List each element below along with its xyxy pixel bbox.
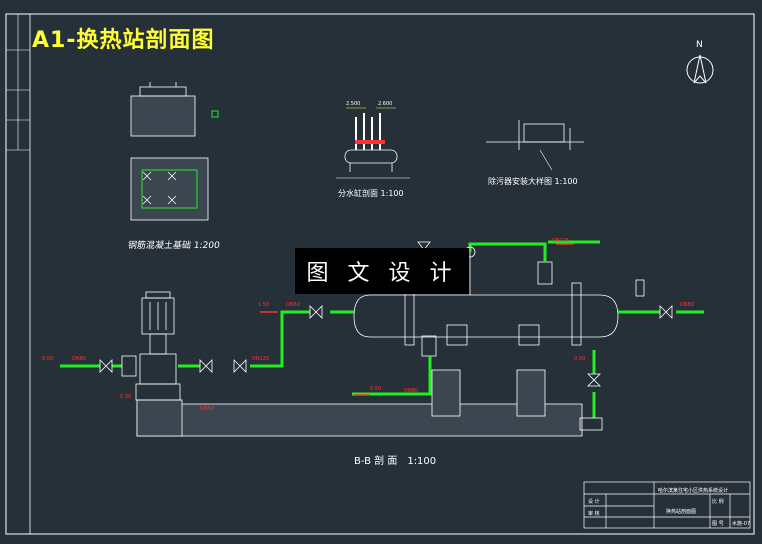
valve-icons <box>99 241 673 431</box>
watermark-text: 图 文 设 计 <box>306 261 458 286</box>
support-pier-2 <box>516 369 546 417</box>
title-block-checker: 审 核 <box>588 511 600 517</box>
pipe-tag: DN125 <box>552 238 570 244</box>
detail-filter-caption: 除污器安装大样图 1:100 <box>488 177 578 186</box>
title-block-drawing: 换热站剖面图 <box>666 509 697 515</box>
pipe-tag: DN50 <box>200 406 214 412</box>
red-pipe-marks <box>260 243 574 396</box>
inner-frame <box>29 13 755 535</box>
title-block-sheet-no: 水施-07 <box>732 521 751 527</box>
detail-foundation <box>130 82 219 221</box>
concrete-slab <box>136 403 583 437</box>
title-block <box>583 481 751 529</box>
section-caption: B-B 剖 面 1:100 <box>354 456 437 467</box>
dimension-b: 2.600 <box>378 101 393 107</box>
pipe-network <box>60 240 704 418</box>
elevation-tag: 0.00 <box>574 356 586 362</box>
north-arrow-icon <box>686 54 714 84</box>
pipe-tag: DN80 <box>72 356 86 362</box>
pump <box>135 291 181 401</box>
pipe-tag: DN80 <box>680 302 694 308</box>
dimension-a: 2.500 <box>346 101 361 107</box>
pipe-tag: DN80 <box>404 388 418 394</box>
detail-manifold <box>336 113 410 179</box>
elevation-tag: 1.50 <box>258 302 270 308</box>
elevation-tag: 0.00 <box>42 356 54 362</box>
title-block-project: 哈尔滨某住宅小区供热系统设计 <box>658 488 729 494</box>
watermark-banner: 图 文 设 计 <box>295 248 469 294</box>
title-block-designer: 设 计 <box>588 499 600 505</box>
pipe-tag: DN50 <box>286 302 300 308</box>
support-pier-1 <box>431 369 461 417</box>
north-label: N <box>696 40 703 50</box>
title-block-sheet-label: 图 号 <box>712 521 724 527</box>
pump-base <box>136 399 183 437</box>
detail-manifold-caption: 分水缸剖面 1:100 <box>338 189 404 198</box>
detail-foundation-caption: 钢筋混凝土基础 1:200 <box>127 241 221 251</box>
pipe-tag: DN125 <box>252 356 270 362</box>
title-block-scale: 比 例 <box>712 499 724 505</box>
drawing-title: A1-换热站剖面图 <box>32 28 215 53</box>
elevation-tag: 0.50 <box>370 386 382 392</box>
elevation-tag: 0.30 <box>120 394 132 400</box>
detail-filter <box>486 120 584 171</box>
